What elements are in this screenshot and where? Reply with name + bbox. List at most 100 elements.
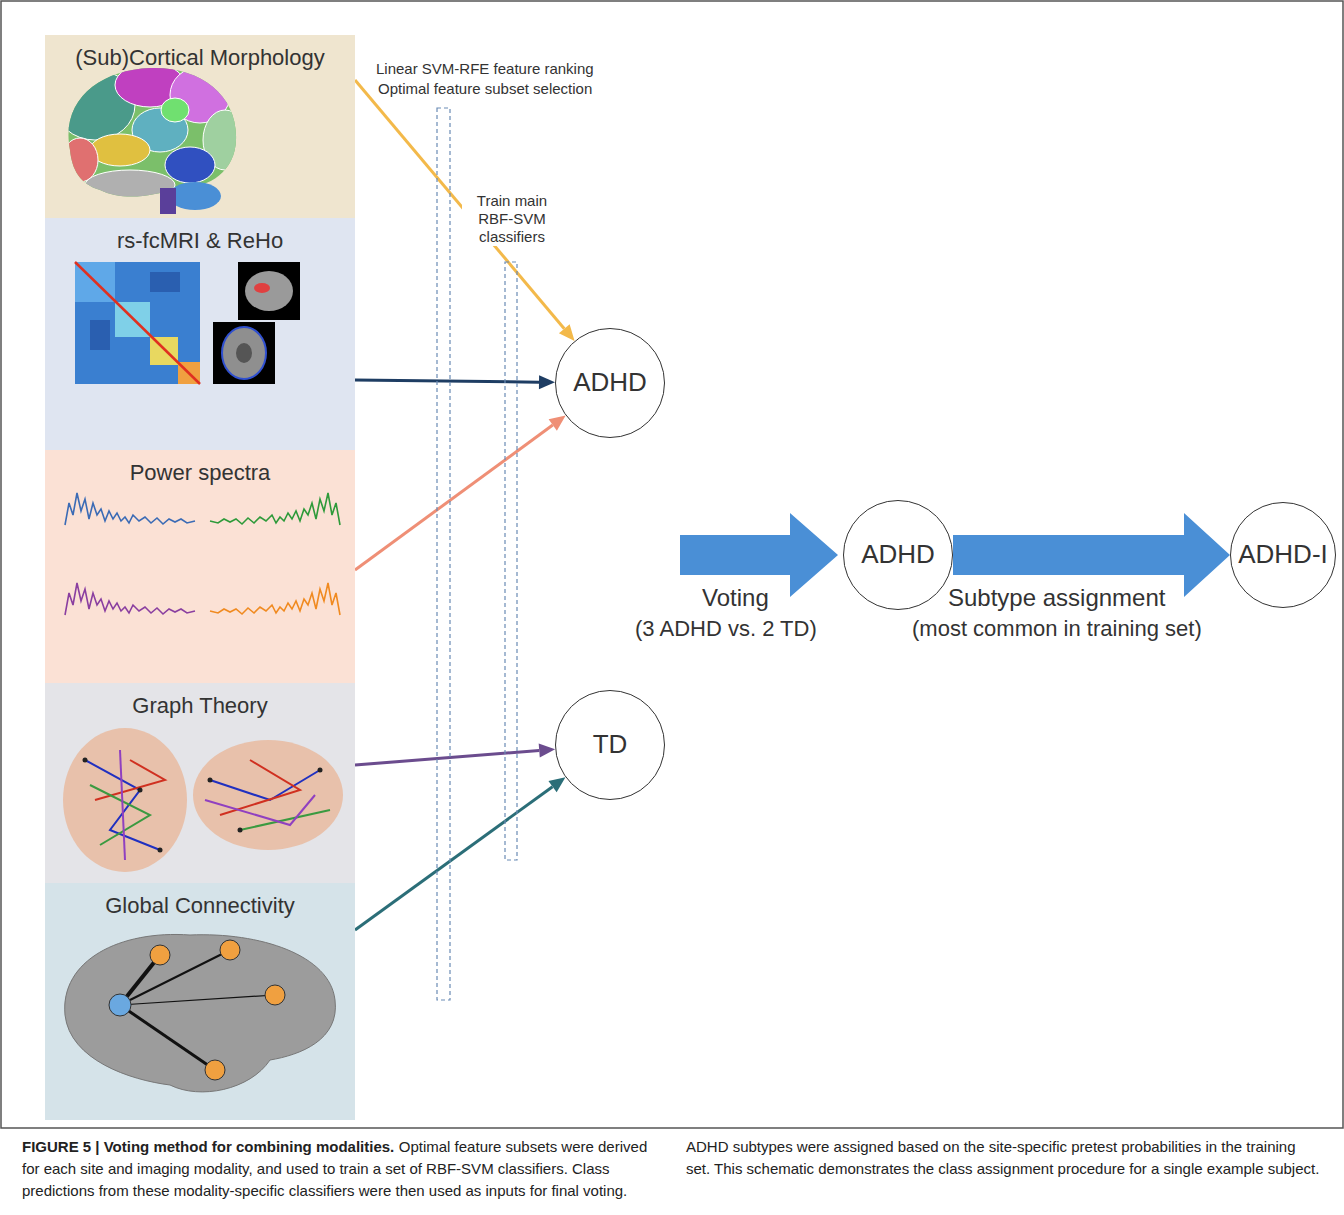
brain-illustration-part-part bbox=[161, 98, 189, 122]
graph-brains-part-part bbox=[208, 778, 213, 783]
power-spectra-part bbox=[65, 583, 195, 615]
brain-illustration-part-part bbox=[55, 70, 135, 140]
class-label: ADHD-I bbox=[1238, 539, 1328, 570]
brain-illustration-part-part bbox=[165, 147, 215, 183]
brain-illustration-part-part bbox=[90, 134, 150, 166]
edge-connector bbox=[355, 80, 575, 341]
arrow-head bbox=[559, 324, 575, 341]
connectivity-matrix-part bbox=[178, 362, 200, 384]
connectivity-matrix-part bbox=[150, 337, 178, 365]
graph-brains-part-part bbox=[238, 828, 243, 833]
arrow-line bbox=[355, 425, 553, 570]
global-connectivity-brain-part-part bbox=[120, 955, 160, 1005]
class-label: TD bbox=[593, 729, 628, 760]
connectivity-matrix-part bbox=[75, 262, 200, 384]
power-spectra-part bbox=[210, 493, 340, 525]
annotation-label: (most common in training set) bbox=[910, 616, 1204, 642]
brain-slices-part bbox=[254, 283, 270, 293]
graph-brains-part bbox=[63, 728, 187, 872]
connectivity-matrix-part bbox=[75, 262, 200, 384]
power-spectra-part bbox=[210, 583, 340, 615]
arrow-line bbox=[355, 787, 553, 930]
graph-brains bbox=[63, 728, 343, 872]
global-connectivity-brain-part bbox=[150, 945, 170, 965]
power-spectra-part bbox=[65, 493, 195, 525]
annotation-label: Train main RBF-SVM classifiers bbox=[462, 192, 562, 246]
connectivity-matrix-part bbox=[115, 302, 150, 337]
global-connectivity-brain-part-part bbox=[120, 950, 230, 1005]
brain-slices-part bbox=[245, 271, 293, 311]
connectivity-matrix-part bbox=[75, 262, 115, 302]
global-connectivity-brain-part bbox=[220, 940, 240, 960]
graph-brains-part-part bbox=[95, 760, 165, 800]
edge-connector bbox=[355, 375, 555, 389]
power-spectra bbox=[65, 493, 340, 615]
dashed-stage-bar bbox=[437, 108, 450, 1000]
graph-brains-part-part bbox=[205, 795, 315, 825]
graph-brains-part-part bbox=[83, 758, 88, 763]
brain-slices-part bbox=[213, 322, 275, 384]
brain-illustration-part-part bbox=[115, 63, 185, 107]
global-connectivity-brain-part bbox=[65, 934, 336, 1091]
figure-caption: FIGURE 5 | Voting method for combining m… bbox=[22, 1136, 1322, 1201]
brain-illustration-part-part bbox=[170, 67, 230, 123]
connectivity-matrix-part bbox=[150, 272, 180, 292]
graph-brains-part-part bbox=[220, 760, 300, 815]
class-label: ADHD bbox=[573, 367, 647, 398]
global-connectivity-brain-part bbox=[109, 994, 131, 1016]
graph-brains-part-part bbox=[318, 768, 323, 773]
brain-illustration-part-part bbox=[203, 110, 247, 170]
class-circle: ADHD bbox=[555, 328, 665, 438]
annotation-label: Subtype assignment bbox=[946, 584, 1167, 613]
graph-brains-part bbox=[83, 758, 323, 853]
modality-panel: Power spectra bbox=[45, 450, 355, 683]
class-label: ADHD bbox=[861, 539, 935, 570]
global-connectivity-brain bbox=[65, 934, 336, 1091]
connectivity-matrix bbox=[75, 262, 200, 384]
brain-illustration-part-part bbox=[85, 170, 175, 200]
class-circle: TD bbox=[555, 690, 665, 800]
brain-illustration-part bbox=[55, 60, 250, 205]
class-circle: ADHD-I bbox=[1230, 502, 1336, 608]
global-connectivity-brain-part bbox=[265, 985, 285, 1005]
brain-slices-part bbox=[222, 327, 266, 379]
panel-heading: rs-fcMRI & ReHo bbox=[45, 228, 355, 254]
modality-panel: (Sub)Cortical Morphology bbox=[45, 35, 355, 218]
arrow-head bbox=[539, 375, 555, 389]
annotation-label: (3 ADHD vs. 2 TD) bbox=[633, 616, 819, 642]
global-connectivity-brain-part-part bbox=[120, 995, 275, 1005]
brain-illustration-part bbox=[160, 188, 176, 214]
global-connectivity-brain-part bbox=[205, 1060, 225, 1080]
panel-heading: Graph Theory bbox=[45, 693, 355, 719]
arrow-head bbox=[539, 744, 555, 758]
brain-slices-part bbox=[238, 262, 300, 320]
graph-brains-part-part bbox=[90, 785, 150, 845]
brain-slices-part bbox=[236, 343, 252, 363]
brain-illustration-part-part bbox=[60, 60, 250, 205]
graph-brains-part-part bbox=[158, 848, 163, 853]
edge-connector bbox=[355, 744, 555, 765]
graph-brains-part-part bbox=[210, 770, 320, 800]
graph-brains-part-part bbox=[120, 750, 125, 860]
graph-brains-part-part bbox=[138, 788, 143, 793]
global-connectivity-brain-part-part bbox=[120, 1005, 215, 1070]
brain-illustration bbox=[55, 60, 250, 214]
brain-illustration-part-part bbox=[132, 108, 188, 152]
edge-connector bbox=[355, 777, 565, 930]
caption-title: FIGURE 5 | Voting method for combining m… bbox=[22, 1138, 394, 1155]
graph-brains-part bbox=[85, 750, 330, 860]
global-connectivity-brain-part bbox=[120, 950, 275, 1070]
graph-brains-part-part bbox=[240, 810, 330, 830]
arrow-line bbox=[355, 751, 539, 765]
edge-connector bbox=[355, 416, 566, 570]
connectivity-matrix-part bbox=[90, 320, 110, 350]
panel-heading: Power spectra bbox=[45, 460, 355, 486]
brain-slices bbox=[213, 262, 300, 384]
annotation-label: Voting bbox=[700, 584, 771, 613]
brain-illustration-part-part bbox=[62, 138, 98, 182]
class-circle: ADHD bbox=[843, 500, 953, 610]
graph-brains-part bbox=[193, 740, 343, 850]
graph-brains-part-part bbox=[85, 760, 160, 850]
figure-frame bbox=[1, 1, 1343, 1128]
